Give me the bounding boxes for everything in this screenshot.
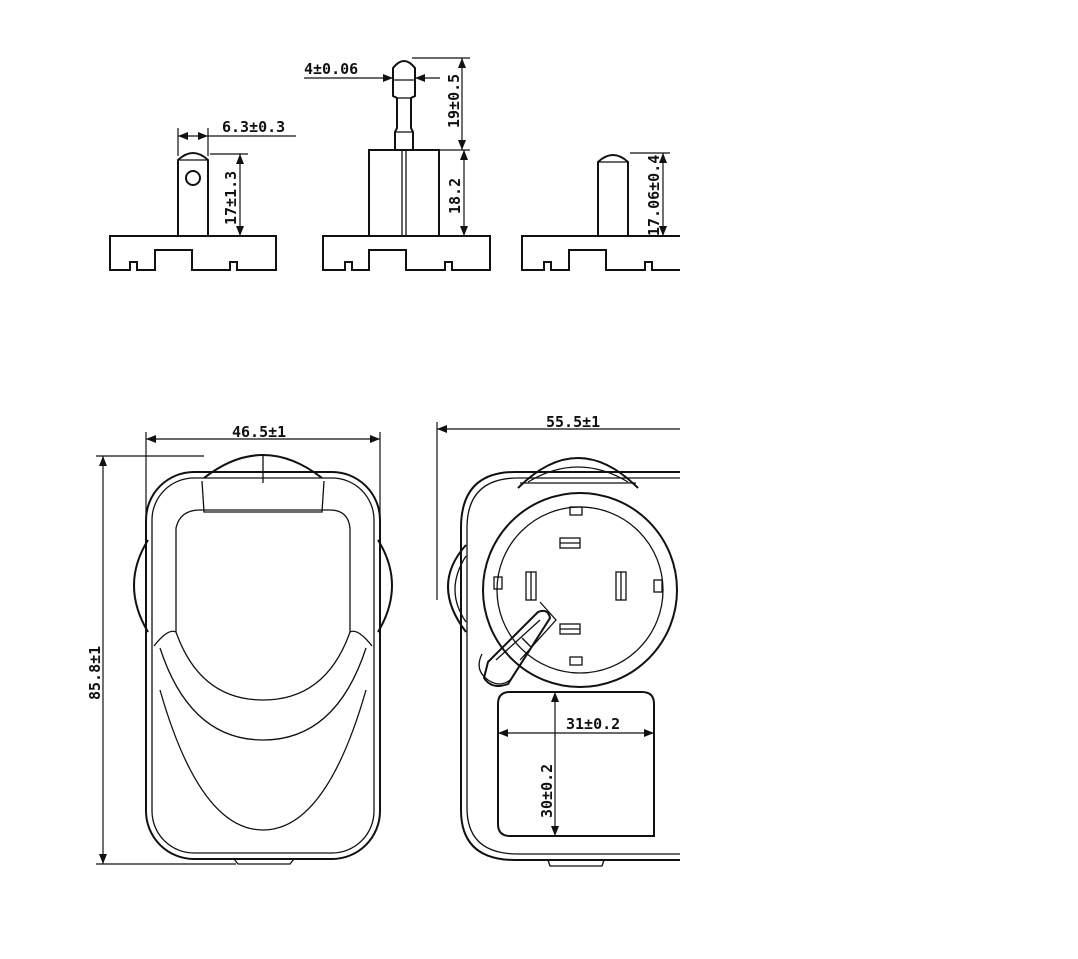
side-left-ear [447, 544, 467, 633]
latch-clip [478, 601, 557, 687]
front-view: 46.5±1 85.8±1 [86, 423, 393, 865]
round-pin [177, 152, 209, 236]
pin-view-tip: 4±0.06 19±0.5 18.2 [304, 57, 491, 271]
dim-label-height: 30±0.2 [538, 764, 556, 818]
socket-inner-ring [496, 506, 664, 674]
front-right-bump [377, 539, 393, 633]
front-face-panel [175, 509, 351, 632]
flat-pin [597, 154, 629, 236]
side-top-dome [517, 457, 639, 489]
side-body-inner [466, 477, 680, 855]
dim-pin-round-height: 17±1.3 [222, 171, 240, 225]
pin-tip [392, 60, 416, 150]
socket-outer-ring [482, 492, 678, 688]
front-body-inner [151, 477, 375, 854]
side-view: 55.5±1 31±0.2 30±0.2 [436, 413, 680, 867]
base-plate-2 [322, 235, 491, 271]
pin-view-round: 6.3±0.3 17±1.3 [109, 118, 296, 271]
dim-side-width: 55.5±1 [546, 413, 600, 431]
dim-pin-flat-height: 17.06±0.4 [645, 155, 663, 236]
dim-pin-tip-diameter: 4±0.06 [304, 60, 358, 78]
front-curve-1 [175, 631, 351, 701]
dim-pin-base-height: 18.2 [446, 178, 464, 214]
side-body-outer [460, 471, 680, 861]
base-plate-1 [109, 235, 277, 271]
dim-pin-tip-height: 19±0.5 [445, 74, 463, 128]
front-top-dome [203, 454, 323, 479]
dim-pin-round-width: 6.3±0.3 [222, 118, 285, 136]
label-panel [497, 691, 655, 837]
dim-body-height: 85.8±1 [86, 646, 104, 700]
front-curve-2 [159, 647, 367, 741]
dim-body-width: 46.5±1 [232, 423, 286, 441]
pin-hole [185, 170, 201, 186]
pin-view-flat: 17.06±0.4 [521, 152, 680, 271]
base-plate-3 [521, 235, 680, 271]
pin-block [368, 149, 440, 237]
dim-label-width: 31±0.2 [566, 715, 620, 733]
front-body-outer [145, 471, 381, 860]
front-curve-3 [159, 689, 367, 831]
front-left-bump [133, 539, 149, 633]
